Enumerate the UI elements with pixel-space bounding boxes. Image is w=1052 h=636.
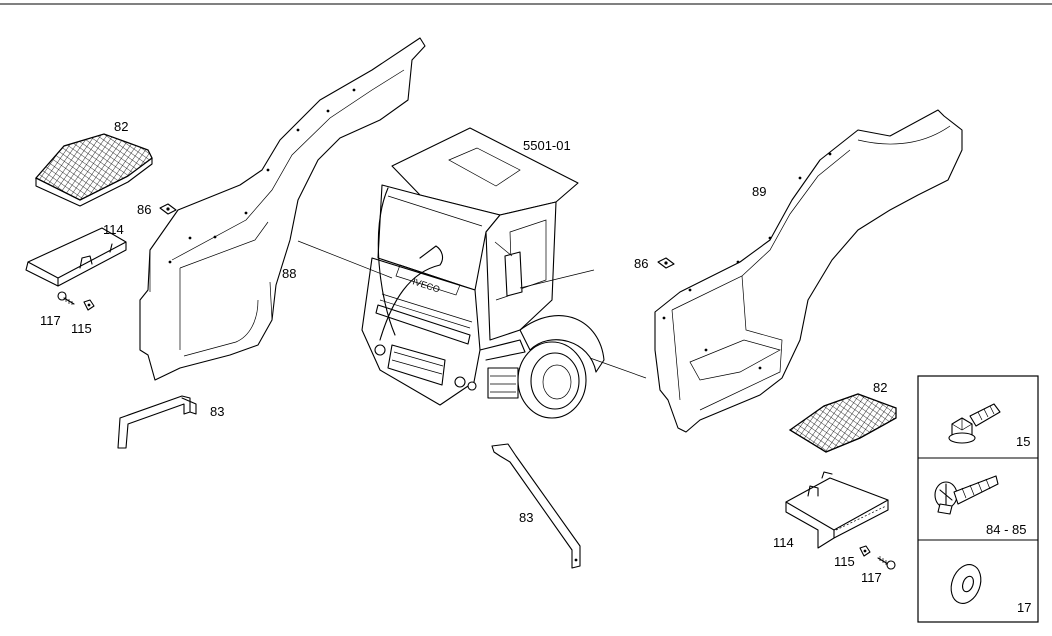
callout-washer-left: 115 [71,321,92,336]
callout-washer-right: 115 [834,554,855,569]
view-code-label: 5501-01 [523,138,571,153]
right-shield [785,471,889,549]
callout-bracket-left: 83 [210,404,224,419]
left-screw [57,291,75,305]
flange-bolt-icon [948,403,1001,444]
left-bracket [117,395,197,449]
right-clip [657,257,675,269]
callout-mat-right: 82 [873,380,887,395]
callout-fender-left: 88 [282,266,296,281]
callout-screw-left: 117 [40,313,61,328]
legend-bolt-label: 15 [1016,434,1030,449]
callout-shield-right: 114 [773,535,794,550]
right-mat [788,393,897,453]
left-fender-assembly [139,37,426,381]
hardware-legend: 15 84 - 85 17 [917,375,1039,623]
callout-mat-left: 82 [114,119,128,134]
callout-shield-left: 114 [103,222,124,237]
right-fender-assembly [654,109,963,433]
left-clip [159,203,177,215]
legend-screw-label: 84 - 85 [986,522,1026,537]
right-washer [859,545,871,557]
right-screw [877,556,896,570]
left-mat [34,133,153,207]
self-tapping-screw-icon [934,475,999,515]
callout-fender-right: 89 [752,184,766,199]
left-shield [25,227,127,287]
callout-bracket-right: 83 [519,510,533,525]
callout-labels: 5501-01 82 82 114 114 86 86 117 117 115 … [40,119,887,585]
legend-washer-label: 17 [1017,600,1031,615]
right-bracket [491,443,581,569]
callout-clip-left: 86 [137,202,151,217]
truck-cab: IVECO [297,127,647,419]
callout-clip-right: 86 [634,256,648,271]
left-washer [83,299,95,311]
flat-washer-icon [950,564,982,604]
callout-screw-right: 117 [861,570,882,585]
